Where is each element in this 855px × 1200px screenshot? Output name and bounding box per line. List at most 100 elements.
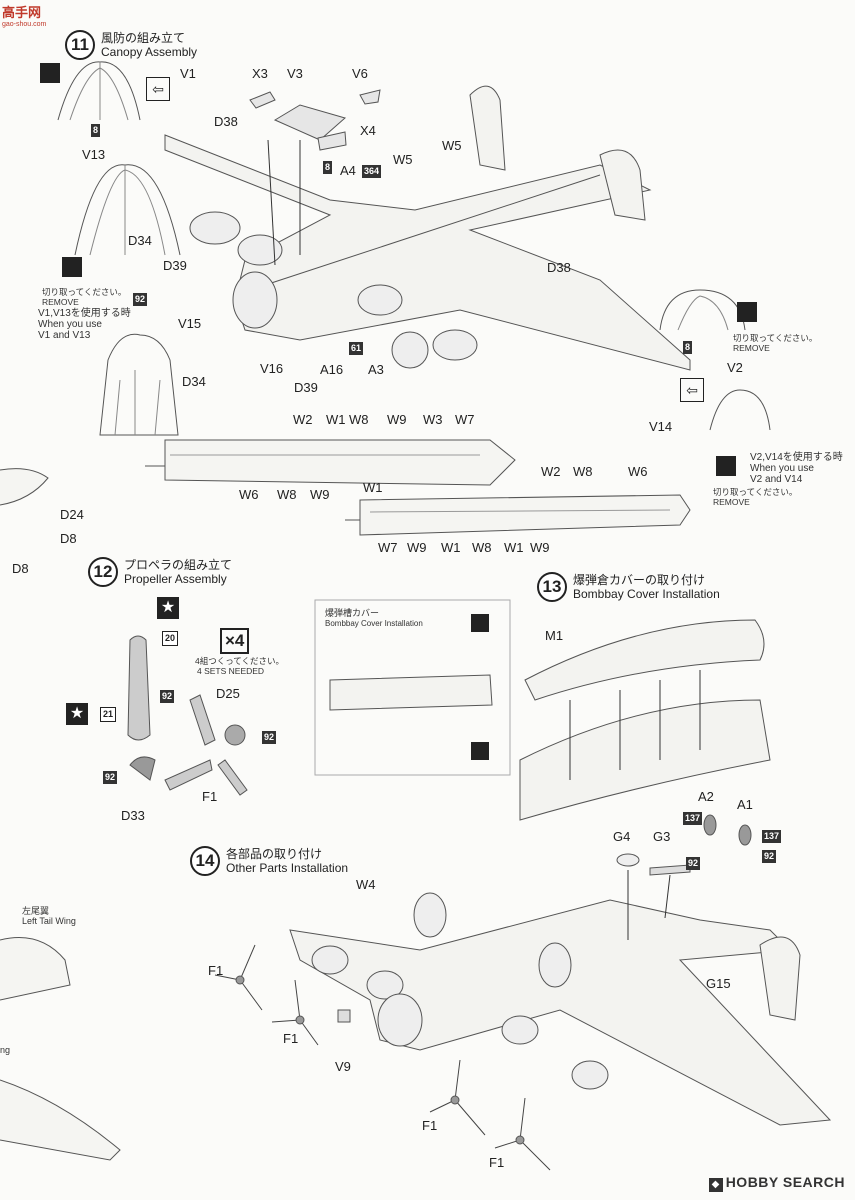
part-label: X4: [360, 123, 376, 138]
part-label: F1: [202, 789, 218, 804]
use-v1-v13-en2: V1 and V13: [38, 330, 91, 341]
part-label: M1: [545, 628, 564, 643]
step-title-jp: 爆弾倉カバーの取り付け: [573, 573, 706, 587]
sets-multiplier: ×4: [220, 628, 250, 654]
part-label: F1: [422, 1118, 438, 1133]
paint-badge: 20: [162, 631, 179, 646]
remove-icon: [737, 302, 757, 322]
remove-note-jp: 切り取ってください。: [733, 333, 818, 343]
part-label: D33: [121, 808, 145, 823]
part-label: A4: [340, 163, 356, 178]
star-icon: ★: [157, 597, 179, 619]
paint-badge: 8: [683, 341, 693, 354]
part-label: W9: [387, 412, 407, 427]
sets-note-jp: 4組つくってください。: [195, 656, 285, 666]
part-label: W2: [541, 464, 561, 479]
step-title-en: Bombbay Cover Installation: [573, 587, 720, 601]
part-label: A1: [737, 797, 753, 812]
remove-icon: [716, 456, 736, 476]
step-number: 13: [537, 572, 567, 602]
part-label: A2: [698, 789, 714, 804]
step-number: 11: [65, 30, 95, 60]
part-label: D34: [182, 374, 206, 389]
part-label: W1: [504, 540, 524, 555]
remove-note-en: REMOVE: [42, 297, 79, 307]
part-label: W1: [363, 480, 383, 495]
part-label: F1: [489, 1155, 505, 1170]
step-title-en: Propeller Assembly: [124, 572, 227, 586]
sets-note-en: 4 SETS NEEDED: [197, 666, 265, 676]
part-label: V13: [82, 147, 106, 162]
part-label: W3: [423, 412, 443, 427]
hobby-search-logo: ◆HOBBY SEARCH: [708, 1174, 845, 1192]
part-label: D24: [60, 507, 84, 522]
part-label: W8: [349, 412, 369, 427]
part-label: F1: [283, 1031, 299, 1046]
paint-badge: 137: [762, 830, 782, 843]
remove-icon: [471, 614, 489, 632]
part-label: D34: [128, 233, 152, 248]
part-label: W7: [455, 412, 475, 427]
use-v1-v13-jp: V1,V13を使用する時: [38, 308, 131, 319]
paint-badge: 92: [133, 293, 148, 306]
part-label: W8: [472, 540, 492, 555]
inset-title-en: Bombbay Cover Installation: [325, 619, 423, 628]
use-v2-v14-en2: V2 and V14: [750, 474, 803, 485]
step-number: 12: [88, 557, 118, 587]
remove-note-jp: 切り取ってください。: [713, 487, 798, 497]
part-label: D25: [216, 686, 240, 701]
part-label: F1: [208, 963, 224, 978]
part-label: G15: [706, 976, 731, 991]
part-label: W7: [378, 540, 398, 555]
paint-badge: 8: [91, 124, 101, 137]
paint-badge: 92: [160, 690, 175, 703]
part-label: D39: [163, 258, 187, 273]
part-label: W1: [441, 540, 461, 555]
star-icon: ★: [66, 703, 88, 725]
part-label: W2: [293, 412, 313, 427]
part-label: A3: [368, 362, 384, 377]
use-v1-v13-en1: When you use: [38, 319, 102, 330]
part-label: V1: [180, 66, 196, 81]
step-number: 14: [190, 846, 220, 876]
part-label: V6: [352, 66, 368, 81]
part-label: V3: [287, 66, 303, 81]
step-title-jp: プロペラの組み立て: [124, 558, 233, 572]
paint-badge: 92: [686, 857, 701, 870]
paint-badge: 8: [323, 161, 333, 174]
inset-title-jp: 爆弾槽カバー: [325, 608, 380, 618]
remove-note-jp: 切り取ってください。: [42, 287, 127, 297]
part-label: W1: [326, 412, 346, 427]
arrow-left-icon: ⇦: [146, 77, 170, 101]
part-label: W4: [356, 877, 376, 892]
hobby-search-icon: ◆: [708, 1178, 723, 1192]
part-label: V2: [727, 360, 743, 375]
remove-icon: [471, 742, 489, 760]
remove-note-en: REMOVE: [713, 497, 750, 507]
part-label: G4: [613, 829, 631, 844]
part-label: V16: [260, 361, 284, 376]
use-v2-v14-en1: When you use: [750, 463, 814, 474]
part-label: D38: [214, 114, 238, 129]
remove-icon: [40, 63, 60, 83]
part-label: W8: [573, 464, 593, 479]
step-title-en: Canopy Assembly: [101, 45, 198, 59]
paint-badge: 61: [349, 342, 364, 355]
part-label: W6: [628, 464, 648, 479]
cut-off-text: ng: [0, 1045, 11, 1055]
remove-note-en: REMOVE: [733, 343, 770, 353]
paint-badge: 92: [103, 771, 118, 784]
remove-icon: [62, 257, 82, 277]
arrow-left-icon: ⇦: [680, 378, 704, 402]
part-label: G3: [653, 829, 671, 844]
use-v2-v14-jp: V2,V14を使用する時: [750, 452, 843, 463]
step-title-en: Other Parts Installation: [226, 861, 349, 875]
part-label: W9: [530, 540, 550, 555]
part-label: W9: [407, 540, 427, 555]
part-label: W6: [239, 487, 259, 502]
